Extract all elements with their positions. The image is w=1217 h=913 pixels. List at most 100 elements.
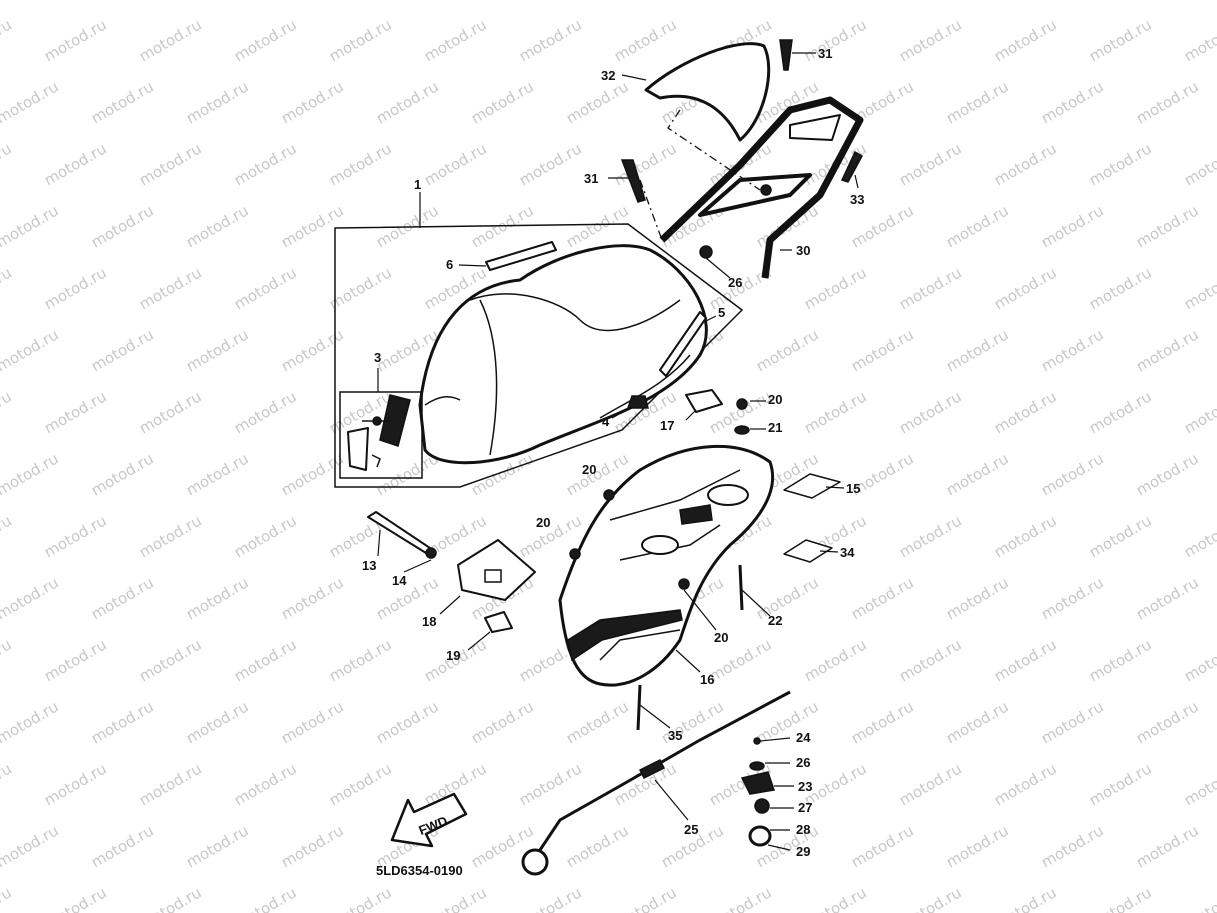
watermark-text: motod.ru [136,883,205,913]
watermark-text: motod.ru [1038,573,1107,623]
watermark-text: motod.ru [88,697,157,747]
watermark-text: motod.ru [943,201,1012,251]
watermark-text: motod.ru [1086,883,1155,913]
watermark-text: motod.ru [326,759,395,809]
watermark-text: motod.ru [516,883,585,913]
callout-24: 24 [796,730,811,745]
callout-32: 32 [601,68,615,83]
watermark-text: motod.ru [943,821,1012,871]
seat-lock [339,391,423,479]
watermark-text: motod.ru [943,697,1012,747]
callout-18: 18 [422,614,436,629]
watermark-text: motod.ru [991,263,1060,313]
watermark-text: motod.ru [183,821,252,871]
callout-19: 19 [446,648,460,663]
watermark-text: motod.ru [231,387,300,437]
watermark-text: motod.ru [801,263,870,313]
grab-bar-assembly [620,39,864,279]
watermark-text: motod.ru [278,201,347,251]
callout-23: 23 [798,779,812,794]
watermark-text: motod.ru [991,511,1060,561]
watermark-text: motod.ru [801,883,870,913]
callout-31a: 31 [818,46,832,61]
label-15 [783,473,841,499]
watermark-text: motod.ru [753,0,822,3]
watermark-text: motod.ru [326,635,395,685]
leader-lines [377,52,859,851]
watermark-text: motod.ru [563,201,632,251]
watermark-text: motod.ru [183,697,252,747]
cable-25 [538,690,791,851]
block-19 [484,611,513,633]
watermark-text: motod.ru [1133,325,1202,375]
watermark-text: motod.ru [136,15,205,65]
watermark-text: motod.ru [516,139,585,189]
watermark-text: motod.ru [183,449,252,499]
watermark-text: motod.ru [611,139,680,189]
watermark-text: motod.ru [801,635,870,685]
watermark-text: motod.ru [991,387,1060,437]
watermark-text: motod.ru [41,883,110,913]
watermark-text: motod.ru [1133,77,1202,127]
callout-17: 17 [660,418,674,433]
watermark-text: motod.ru [0,325,62,375]
watermark-text: motod.ru [658,0,727,3]
watermark-text: motod.ru [373,697,442,747]
callout-16: 16 [700,672,714,687]
watermark-text: motod.ru [896,263,965,313]
watermark-text: motod.ru [1038,449,1107,499]
watermark-text: motod.ru [848,201,917,251]
watermark-text: motod.ru [0,201,62,251]
watermark-text: motod.ru [373,77,442,127]
watermark-text: motod.ru [278,0,347,3]
watermark-text: motod.ru [231,139,300,189]
watermark-text: motod.ru [943,573,1012,623]
callout-14: 14 [392,573,407,588]
watermark-text: motod.ru [326,263,395,313]
watermark-text: motod.ru [88,325,157,375]
cover-plate-6 [485,241,557,271]
watermark-text: motod.ru [1181,759,1217,809]
watermark-text: motod.ru [611,883,680,913]
rear-pad-32 [644,42,771,142]
watermark-text: motod.ru [88,573,157,623]
watermark-text: motod.ru [278,697,347,747]
watermark-text: motod.ru [0,635,15,685]
callout-20b: 20 [582,462,596,477]
watermark-text: motod.ru [88,201,157,251]
watermark-text: motod.ru [88,77,157,127]
watermark-text: motod.ru [0,387,15,437]
watermark-text: motod.ru [753,325,822,375]
watermark-text: motod.ru [183,325,252,375]
watermark-text: motod.ru [0,263,15,313]
watermark-text: motod.ru [1038,0,1107,3]
callout-26a: 26 [728,275,742,290]
watermark-text: motod.ru [0,821,62,871]
watermark-text: motod.ru [1133,821,1202,871]
watermark-text: motod.ru [231,759,300,809]
watermark-text: motod.ru [136,139,205,189]
cover-strip-5 [659,311,707,377]
watermark-text: motod.ru [991,635,1060,685]
callout-22: 22 [768,613,782,628]
watermark-text: motod.ru [0,759,15,809]
callout-4: 4 [602,414,610,429]
callout-28: 28 [796,822,810,837]
watermark-text: motod.ru [1181,15,1217,65]
watermark-text: motod.ru [231,883,300,913]
watermark-text: motod.ru [801,15,870,65]
callout-13: 13 [362,558,376,573]
watermark-text: motod.ru [468,0,537,3]
watermark-text: motod.ru [1181,883,1217,913]
small-parts [367,389,841,876]
watermark-text: motod.ru [41,139,110,189]
watermark-text: motod.ru [1133,201,1202,251]
watermark-text: motod.ru [0,77,62,127]
watermark-text: motod.ru [41,759,110,809]
watermark-text: motod.ru [991,759,1060,809]
watermark-text: motod.ru [896,759,965,809]
watermark-text: motod.ru [848,697,917,747]
luggage-box [558,444,775,687]
